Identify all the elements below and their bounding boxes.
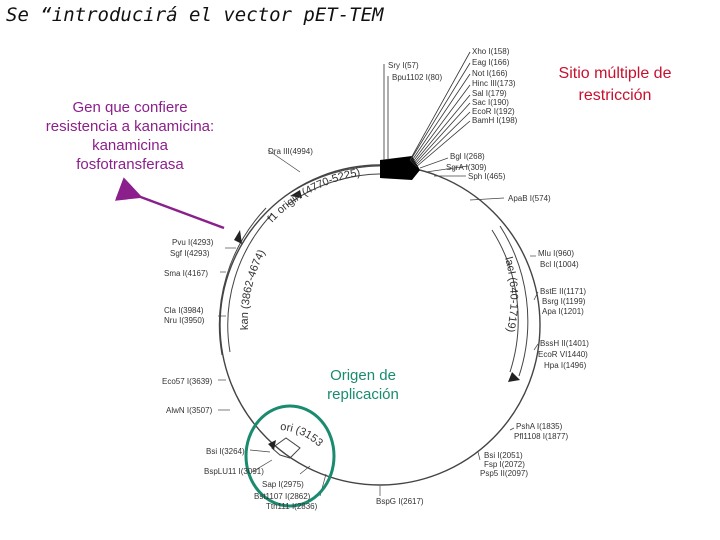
slide-title: Se “introducirá el vector pET-TEM (6, 4, 384, 26)
site-ticks (218, 149, 539, 497)
site-label: Mlu I(960) (538, 249, 574, 258)
kan-callout-line: fosfotransferasa (76, 156, 184, 173)
mcs-fan-lines (383, 51, 471, 168)
site-label: Bsrg I(1199) (542, 297, 586, 306)
kan-gene-callout: Gen que confiere resistencia a kanamicin… (10, 98, 250, 174)
site-label: Apa I(1201) (542, 307, 584, 316)
mcs-site-label: Xho I(158) (472, 47, 510, 56)
site-label: Bgl I(268) (450, 152, 485, 161)
site-label: BspLU11 I(3091) (204, 467, 264, 476)
site-label: Dra III(4994) (268, 147, 313, 156)
site-label: Sma I(4167) (164, 269, 208, 278)
site-label: Sph I(465) (468, 172, 506, 181)
kan-arc (227, 213, 273, 353)
mcs-site-label: Sac I(190) (472, 98, 509, 107)
mcs-callout: Sitio múltiple de restricción (530, 63, 700, 107)
site-label: Bpu1102 I(80) (392, 73, 442, 82)
site-label: Pfl1108 I(1877) (514, 432, 568, 441)
ori-glyph-icon (268, 437, 301, 459)
mcs-callout-line: restricción (578, 87, 652, 104)
site-label: Cla I(3984) (164, 306, 204, 315)
mcs-block (380, 156, 420, 180)
kan-arrow-icon (234, 230, 242, 244)
site-label: AlwN I(3507) (166, 406, 213, 415)
site-label: Sgf I(4293) (170, 249, 210, 258)
mcs-callout-line: Sitio múltiple de (558, 65, 672, 82)
kan-callout-line: resistencia a kanamicina: (45, 118, 215, 135)
mcs-site-label: Eag I(166) (472, 58, 510, 67)
ori-callout-line: replicación (327, 386, 399, 403)
laci-label: lacI (640-1719) (502, 256, 519, 334)
site-label: Sap I(2975) (262, 480, 304, 489)
ori-callout: Origen de replicación (300, 366, 426, 404)
f1-origin-label: f1 origin (4770-5225) (265, 167, 361, 225)
laci-arrow-icon (508, 372, 520, 382)
kan-callout-arrow (114, 177, 225, 230)
site-label: BspG I(2617) (376, 497, 424, 506)
site-label: Bcl I(1004) (540, 260, 579, 269)
site-label: SgrA I(309) (446, 163, 487, 172)
site-label: Bsi I(3264) (206, 447, 245, 456)
mcs-site-label: EcoR I(192) (472, 107, 515, 116)
kan-callout-line: Gen que confiere (72, 99, 188, 116)
site-label: Hpa I(1496) (544, 361, 587, 370)
site-label: Nru I(3950) (164, 316, 205, 325)
site-label: BssH II(1401) (540, 339, 589, 348)
mcs-site-label: Not I(166) (472, 69, 508, 78)
mcs-site-label: BamH I(198) (472, 116, 518, 125)
plasmid-backbone (219, 164, 541, 486)
kan-label: kan (3862-4674) (239, 248, 268, 330)
site-label: Eco57 I(3639) (162, 377, 213, 386)
f1-origin-arc (286, 173, 389, 206)
site-label: EcoR VI1440) (538, 350, 588, 359)
site-label: ApaB I(574) (508, 194, 551, 203)
site-label: BstE II(1171) (540, 287, 586, 296)
laci-arc (491, 229, 519, 373)
site-label: Tth111 I(2836) (266, 502, 318, 511)
f1-arrow-icon (290, 190, 302, 198)
site-label: PshA I(1835) (516, 422, 563, 431)
ori-highlight-ring (244, 404, 336, 508)
site-label: Psp5 II(2097) (480, 469, 528, 478)
f1-origin-arc (283, 165, 389, 198)
laci-arc (499, 225, 529, 377)
site-label: Pvu I(4293) (172, 238, 214, 247)
site-label: Sry I(57) (388, 61, 419, 70)
kan-arc (218, 207, 267, 356)
kan-callout-line: kanamicina (92, 137, 168, 154)
mcs-site-label: Hinc III(173) (472, 79, 516, 88)
site-label: Bst1107 I(2862) (254, 492, 311, 501)
site-label: Fsp I(2072) (484, 460, 525, 469)
mcs-site-label: Sal I(179) (472, 89, 507, 98)
site-label: Bsi I(2051) (484, 451, 523, 460)
ori-callout-line: Origen de (330, 367, 396, 384)
